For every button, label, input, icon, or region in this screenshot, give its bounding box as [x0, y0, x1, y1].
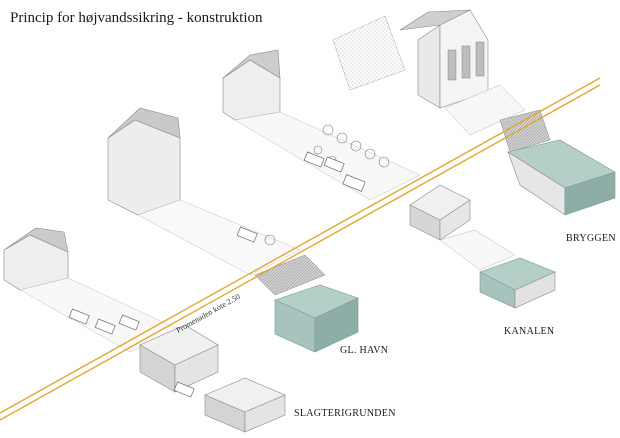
top-building-window — [447, 49, 457, 81]
parked-car — [236, 226, 258, 243]
kanalen-canal — [409, 184, 556, 309]
top-block — [332, 9, 526, 136]
label-slagterigrunden: SLAGTERIGRUNDEN — [294, 408, 396, 419]
page-title: Princip for højvandssikring - konstrukti… — [10, 10, 263, 26]
large-gabled-building-front — [107, 119, 181, 216]
top-building-window — [461, 45, 471, 79]
small-building-side — [244, 394, 286, 433]
top-ground-strip — [444, 84, 526, 136]
bottom-left-block — [3, 227, 181, 353]
canal-bank — [439, 229, 516, 271]
canal-basin-side — [514, 271, 556, 309]
harbour-steps — [254, 254, 326, 296]
middle-street-ground — [234, 111, 421, 201]
top-gabled-building-roof — [399, 9, 471, 31]
parked-cars — [68, 308, 140, 335]
top-gabled-building-side — [417, 24, 441, 109]
dotted-plaza — [332, 15, 406, 91]
label-kanalen: KANALEN — [504, 326, 554, 337]
gl-havn-block — [254, 254, 359, 353]
label-bryggen: BRYGGEN — [566, 233, 616, 244]
long-building-side — [174, 344, 219, 393]
bryggen-basin-side — [564, 171, 616, 216]
small-gabled-building-roof — [3, 227, 69, 253]
middle-street-block — [222, 49, 421, 201]
gl-havn-basin-side — [314, 297, 359, 353]
large-gabled-building-roof — [107, 107, 181, 139]
third-street-ground — [137, 199, 301, 276]
promenade-line-label: Promenaden kote 2.50 — [175, 292, 242, 335]
bryggen-basin — [499, 109, 616, 216]
promenade-line-lower — [0, 84, 601, 421]
promenade-line-upper — [0, 77, 601, 414]
third-street-block — [107, 107, 301, 276]
slagterigrunden-block — [139, 324, 286, 433]
parked-cars — [303, 151, 366, 192]
canal-wall-side — [439, 199, 471, 241]
tree-row — [313, 124, 390, 168]
top-building-window — [475, 41, 485, 77]
parked-car — [173, 381, 195, 398]
label-gl-havn: GL. HAVN — [340, 345, 388, 356]
middle-gabled-building-roof — [222, 49, 281, 79]
tree — [264, 234, 276, 246]
